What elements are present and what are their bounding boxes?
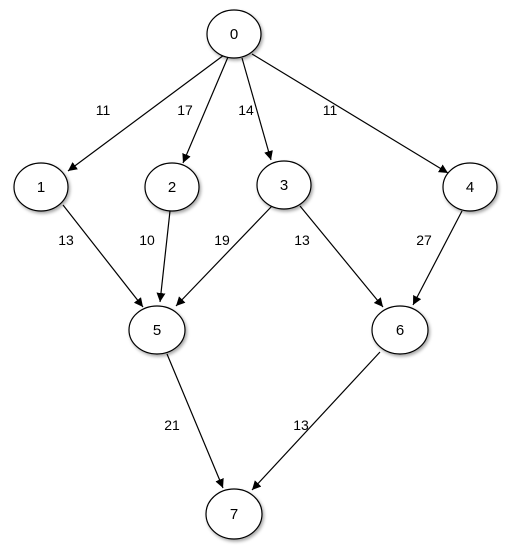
edge-5-7 [166,353,224,489]
node-label-0: 0 [230,26,238,43]
node-label-5: 5 [153,322,161,339]
edge-label-0-4: 11 [323,102,338,118]
edge-0-1 [67,54,225,172]
edge-label-5-7: 21 [164,417,180,433]
node-6: 6 [371,305,429,355]
edges [62,53,463,491]
node-label-7: 7 [230,506,238,523]
node-label-3: 3 [280,177,288,194]
edge-label-1-5: 13 [58,232,74,248]
edge-label-3-6: 13 [294,232,310,248]
edge-6-7 [251,351,381,491]
edge-2-5 [156,210,171,303]
edge-0-2 [182,56,229,164]
node-2: 2 [144,162,200,212]
node-0: 0 [206,9,262,59]
edge-label-2-5: 10 [139,232,155,248]
node-7: 7 [205,488,263,540]
node-label-6: 6 [396,322,404,339]
edge-label-6-7: 13 [293,417,309,433]
node-5: 5 [128,305,186,355]
edge-label-3-5: 19 [214,232,230,248]
node-1: 1 [13,162,69,212]
edge-label-0-3: 14 [238,102,254,118]
node-3: 3 [256,160,312,210]
nodes: 0 1 2 3 4 5 6 7 [13,9,498,540]
node-4: 4 [442,162,498,212]
edge-0-4 [251,53,449,174]
edge-0-3 [241,57,273,161]
edge-3-6 [299,205,384,308]
node-label-4: 4 [466,179,474,196]
edge-label-0-1: 11 [96,102,111,118]
node-label-1: 1 [37,179,45,196]
edge-labels: 11 17 14 11 13 10 19 13 27 21 13 [58,102,432,433]
edge-label-4-6: 27 [416,232,432,248]
node-label-2: 2 [168,179,176,196]
edge-4-6 [412,210,463,306]
edge-label-0-2: 17 [177,102,193,118]
edge-1-5 [62,204,144,308]
edge-3-5 [175,205,273,307]
